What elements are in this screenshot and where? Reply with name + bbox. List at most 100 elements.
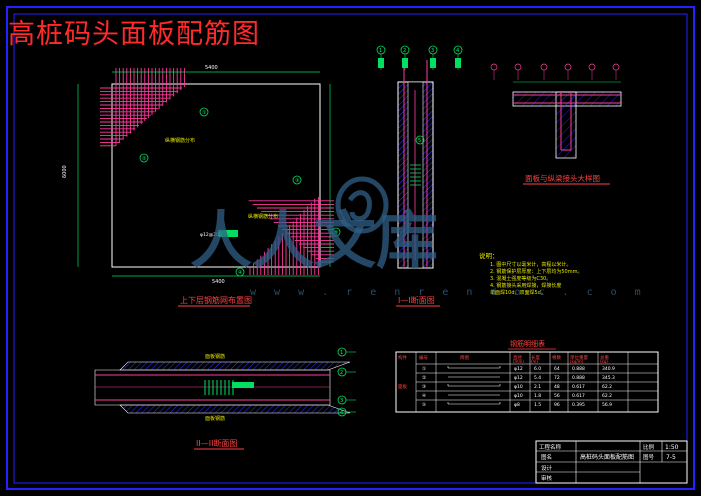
svg-text:64: 64 bbox=[554, 366, 560, 372]
svg-text:长度: 长度 bbox=[531, 354, 540, 361]
drawing-title: 高桩码头面板配筋图 bbox=[8, 19, 260, 50]
svg-text:单面焊10d，双面焊5d。: 单面焊10d，双面焊5d。 bbox=[490, 289, 546, 296]
svg-text:比例: 比例 bbox=[643, 443, 655, 451]
svg-text:1: 1 bbox=[379, 48, 382, 54]
svg-text:1:50: 1:50 bbox=[665, 444, 679, 451]
svg-text:审核: 审核 bbox=[541, 474, 553, 482]
svg-text:⑤: ⑤ bbox=[334, 230, 338, 236]
svg-text:1. 图中尺寸以毫米计，高程以米计。: 1. 图中尺寸以毫米计，高程以米计。 bbox=[490, 261, 571, 268]
svg-text:6000: 6000 bbox=[62, 165, 68, 178]
svg-text:⑤: ⑤ bbox=[422, 402, 426, 408]
svg-text:(kg): (kg) bbox=[600, 359, 608, 364]
svg-text:2. 钢筋保护层厚度：上下层均为50mm。: 2. 钢筋保护层厚度：上下层均为50mm。 bbox=[490, 268, 582, 275]
svg-text:(m): (m) bbox=[531, 359, 538, 364]
svg-text:总重: 总重 bbox=[600, 354, 609, 361]
section-1-view: 1 2 3 4 5 bbox=[376, 45, 463, 269]
svg-text:3: 3 bbox=[431, 48, 434, 54]
svg-text:w w w . r e n r e n d o c . c: w w w . r e n r e n d o c . c o m bbox=[250, 287, 647, 298]
svg-text:φ12: φ12 bbox=[514, 375, 523, 381]
svg-text:图号: 图号 bbox=[643, 453, 655, 461]
svg-text:2.1: 2.1 bbox=[534, 384, 541, 390]
svg-text:纵横钢筋分布: 纵横钢筋分布 bbox=[165, 137, 195, 144]
svg-text:③: ③ bbox=[295, 178, 299, 184]
svg-text:单位重量: 单位重量 bbox=[570, 354, 588, 361]
svg-text:②: ② bbox=[422, 375, 426, 381]
svg-text:直径: 直径 bbox=[513, 354, 522, 361]
plan-view: 6000 5400 5400 ① ② ③ ④ ⑤ 纵横钢筋分布 纵横钢筋分布 φ12@2… bbox=[62, 65, 341, 285]
section-1-title: I—I断面图 bbox=[398, 295, 435, 305]
drawing-number: 7-5 bbox=[666, 454, 676, 461]
svg-text:2: 2 bbox=[403, 48, 406, 54]
svg-text:56.9: 56.9 bbox=[602, 402, 612, 408]
svg-text:1.8: 1.8 bbox=[534, 393, 541, 399]
rebar-table: 钢筋明细表 构件 编号 简图 直径(mm) 长度(m) 根数 单位重量(kg/m) 总重(kg… bbox=[395, 339, 659, 413]
svg-text:面板钢筋: 面板钢筋 bbox=[205, 353, 225, 360]
svg-text:④: ④ bbox=[422, 393, 426, 399]
svg-text:1: 1 bbox=[340, 350, 343, 356]
svg-text:面板钢筋: 面板钢筋 bbox=[205, 415, 225, 422]
svg-text:②: ② bbox=[142, 156, 147, 162]
svg-text:4. 钢筋接头采用焊接，焊接长度: 4. 钢筋接头采用焊接，焊接长度 bbox=[490, 282, 561, 289]
plan-outline bbox=[111, 83, 321, 268]
svg-text:4: 4 bbox=[340, 410, 343, 416]
svg-text:φ8: φ8 bbox=[514, 402, 520, 408]
svg-text:72: 72 bbox=[554, 375, 560, 381]
svg-text:①: ① bbox=[202, 110, 207, 116]
svg-text:面板: 面板 bbox=[398, 383, 407, 390]
svg-text:φ12@200: φ12@200 bbox=[200, 232, 222, 238]
watermark: 人人文库 w w w . r e n r e n d o c . c o m bbox=[190, 176, 647, 298]
top-rebar-mesh bbox=[100, 68, 185, 147]
joint-detail-view bbox=[490, 63, 622, 159]
svg-text:5.4: 5.4 bbox=[534, 375, 541, 381]
inner-frame bbox=[13, 13, 688, 484]
svg-text:φ10: φ10 bbox=[514, 393, 523, 399]
svg-text:①: ① bbox=[422, 366, 426, 372]
joint-detail-title: 面板与纵梁接头大样图 bbox=[525, 173, 600, 183]
svg-text:96: 96 bbox=[554, 402, 560, 408]
outer-frame bbox=[6, 6, 695, 490]
svg-text:编号: 编号 bbox=[419, 354, 428, 361]
svg-text:62.2: 62.2 bbox=[602, 393, 612, 399]
svg-text:(mm): (mm) bbox=[513, 359, 524, 364]
svg-text:φ10: φ10 bbox=[514, 384, 523, 390]
svg-text:0.617: 0.617 bbox=[572, 384, 585, 390]
svg-text:6.0: 6.0 bbox=[534, 366, 541, 372]
svg-text:说明：: 说明： bbox=[479, 251, 499, 260]
svg-text:人人文库: 人人文库 bbox=[190, 204, 438, 277]
svg-text:0.888: 0.888 bbox=[572, 366, 585, 372]
svg-text:3. 混凝土强度等级为C30。: 3. 混凝土强度等级为C30。 bbox=[490, 275, 551, 282]
svg-text:④: ④ bbox=[238, 270, 243, 276]
svg-text:48: 48 bbox=[554, 384, 560, 390]
svg-text:3: 3 bbox=[340, 398, 343, 404]
bottom-rebar-mesh bbox=[248, 197, 334, 275]
svg-text:图名: 图名 bbox=[541, 453, 552, 461]
svg-text:纵横钢筋分布: 纵横钢筋分布 bbox=[248, 213, 278, 220]
svg-text:③: ③ bbox=[422, 384, 426, 390]
svg-text:0.395: 0.395 bbox=[572, 402, 585, 408]
section-2-title: II—II断面图 bbox=[196, 438, 237, 448]
svg-text:62.2: 62.2 bbox=[602, 384, 612, 390]
rebar-table-title: 钢筋明细表 bbox=[510, 339, 545, 348]
svg-text:1.5: 1.5 bbox=[534, 402, 541, 408]
svg-text:5400: 5400 bbox=[212, 279, 225, 285]
svg-text:0.888: 0.888 bbox=[572, 375, 585, 381]
svg-text:5: 5 bbox=[418, 138, 421, 144]
section-2-view: 1 2 3 4 面板钢筋 面板钢筋 bbox=[94, 347, 356, 422]
svg-text:设计: 设计 bbox=[541, 464, 553, 472]
svg-text:4: 4 bbox=[456, 48, 459, 54]
plan-view-title: 上下层钢筋网布置图 bbox=[180, 295, 252, 305]
svg-text:340.9: 340.9 bbox=[602, 366, 615, 372]
svg-text:0.617: 0.617 bbox=[572, 393, 585, 399]
svg-text:根数: 根数 bbox=[552, 354, 561, 361]
svg-text:(kg/m): (kg/m) bbox=[570, 359, 584, 364]
svg-text:构件: 构件 bbox=[398, 354, 407, 361]
notes-block: 说明： 1. 图中尺寸以毫米计，高程以米计。 2. 钢筋保护层厚度：上下层均为5… bbox=[479, 251, 582, 296]
svg-text:φ12: φ12 bbox=[514, 366, 523, 372]
svg-text:2: 2 bbox=[340, 370, 343, 376]
title-block: 工程名称 图名 高桩码头面板配筋图 设计 审核 比例 1:50 图号 7-5 bbox=[535, 440, 688, 484]
svg-text:简图: 简图 bbox=[460, 354, 469, 361]
svg-text:56: 56 bbox=[554, 393, 560, 399]
svg-text:345.3: 345.3 bbox=[602, 375, 615, 381]
svg-text:5400: 5400 bbox=[205, 65, 218, 71]
